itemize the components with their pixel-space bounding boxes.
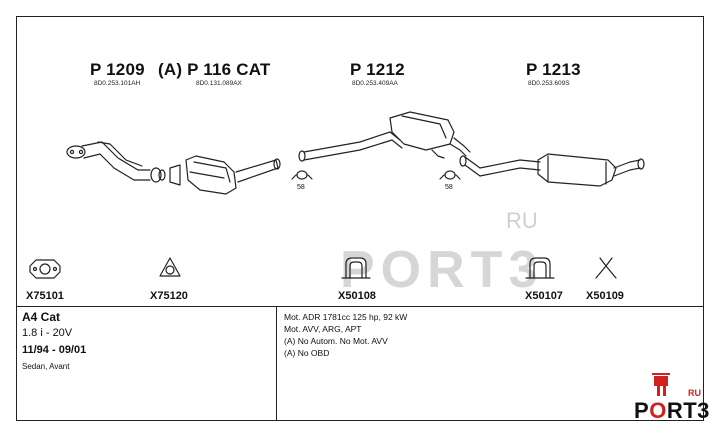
watermark-ru: RU <box>506 208 538 233</box>
part-number-2[interactable]: (A) P 116 CAT <box>158 60 271 80</box>
hanger-drawing-2 <box>439 170 461 180</box>
model-years: 11/94 - 09/01 <box>22 344 87 356</box>
motor-note-3: (A) No Autom. No Mot. AVV <box>284 336 388 346</box>
part-number-2-label: P 116 CAT <box>187 60 271 79</box>
exhaust-icon <box>652 373 670 396</box>
logo-letter-o: O <box>649 398 667 423</box>
accessory-label-2[interactable]: X75120 <box>150 290 188 302</box>
accessory-label-4[interactable]: X50107 <box>525 290 563 302</box>
brand-logo: PORT3 RU <box>626 370 710 426</box>
motor-note-1: Mot. ADR 1781cc 125 hp, 92 kW <box>284 312 408 322</box>
accessory-label-5[interactable]: X50109 <box>586 290 624 302</box>
hanger-label-2: 58 <box>445 184 453 191</box>
hanger-label-1: 58 <box>297 184 305 191</box>
accessory-label-3[interactable]: X50108 <box>338 290 376 302</box>
catalytic-converter-drawing <box>169 155 281 195</box>
oem-number-1: 8D0.253.101AH <box>94 80 141 87</box>
table-divider <box>16 306 704 307</box>
hanger-drawing-1 <box>291 170 313 180</box>
part-prefix: (A) <box>158 60 183 79</box>
accessory-drawing-2 <box>159 257 181 277</box>
logo-ru: RU <box>688 388 701 398</box>
part-number-1[interactable]: P 1209 <box>90 60 145 79</box>
diagram-frame <box>16 16 704 421</box>
model-body: Sedan, Avant <box>22 362 70 371</box>
model-engine: 1.8 i - 20V <box>22 327 73 339</box>
logo-letters-rt3: RT3 <box>666 398 710 423</box>
motor-note-2: Mot. AVV, ARG, APT <box>284 324 362 334</box>
front-pipe-drawing <box>66 141 166 183</box>
oem-number-2: 8D0.131.089AX <box>196 80 242 87</box>
rear-silencer-drawing <box>459 153 645 187</box>
oem-number-3: 8D0.253.409AA <box>352 80 398 87</box>
motor-note-4: (A) No OBD <box>284 348 330 358</box>
logo-letter-p: P <box>634 398 650 423</box>
accessory-drawing-5 <box>595 257 617 279</box>
part-number-3[interactable]: P 1212 <box>350 60 405 79</box>
accessory-drawing-4 <box>525 257 555 279</box>
model-name: A4 Cat <box>22 310 61 324</box>
oem-number-4: 8D0.253.609S <box>528 80 570 87</box>
accessory-label-1[interactable]: X75101 <box>26 290 64 302</box>
logo-text: PORT3 <box>634 398 710 424</box>
centre-silencer-drawing <box>298 111 471 162</box>
watermark-text: PORT3 <box>340 241 544 299</box>
accessory-drawing-3 <box>341 257 371 279</box>
part-number-4[interactable]: P 1213 <box>526 60 581 79</box>
accessory-drawing-1 <box>29 259 61 279</box>
column-divider <box>276 306 277 421</box>
